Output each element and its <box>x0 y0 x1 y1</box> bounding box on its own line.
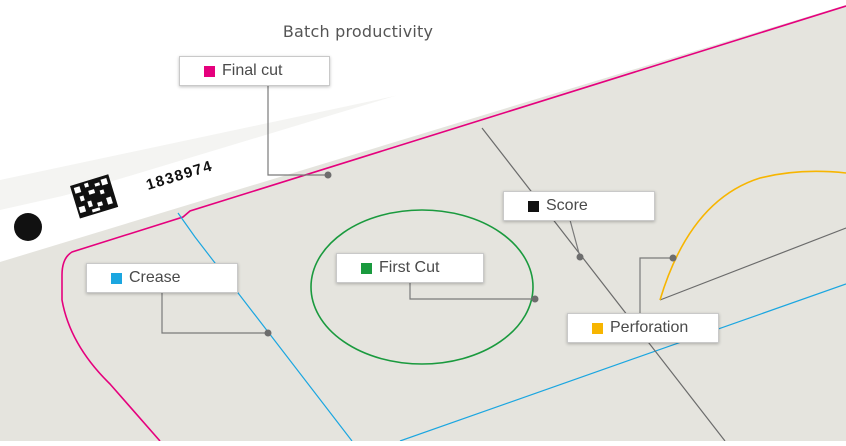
perforation-callout: Perforation <box>567 313 719 343</box>
crease-swatch <box>111 272 122 284</box>
first-cut-swatch <box>361 262 372 274</box>
perforation-label: Perforation <box>610 319 689 336</box>
perforation-arc <box>659 170 846 301</box>
leader-dot <box>324 171 332 179</box>
leader-first-cut <box>409 283 535 300</box>
final-cut-callout: Final cut <box>179 56 330 86</box>
leader-score <box>569 219 581 258</box>
diagram-title: Batch productivity <box>282 22 434 41</box>
score-label: Score <box>546 197 588 214</box>
leader-dot <box>264 329 272 337</box>
leader-crease <box>161 292 268 334</box>
final-cut-line <box>61 5 846 442</box>
score-line-2 <box>659 227 846 301</box>
leader-perforation <box>639 257 673 314</box>
leader-dot <box>576 253 584 261</box>
perforation-swatch <box>592 322 603 334</box>
first-cut-ellipse <box>310 209 534 365</box>
crease-label: Crease <box>129 269 181 286</box>
final-cut-label: Final cut <box>222 62 283 79</box>
leader-dot <box>531 295 539 303</box>
leader-dots <box>264 171 677 337</box>
final-cut-swatch <box>204 65 215 77</box>
score-callout: Score <box>503 191 655 221</box>
crease-line-2 <box>399 283 846 442</box>
score-line <box>481 127 726 442</box>
leader-final-cut <box>267 86 328 176</box>
score-swatch <box>528 200 539 212</box>
crease-callout: Crease <box>86 263 238 293</box>
first-cut-callout: First Cut <box>336 253 484 283</box>
leader-lines <box>161 86 673 334</box>
first-cut-label: First Cut <box>379 259 440 276</box>
crease-line-1 <box>177 212 353 442</box>
registration-mark <box>14 213 42 241</box>
qr-code-icon <box>70 174 119 219</box>
sheet-header-strip <box>0 0 846 262</box>
leader-dot <box>669 254 677 262</box>
